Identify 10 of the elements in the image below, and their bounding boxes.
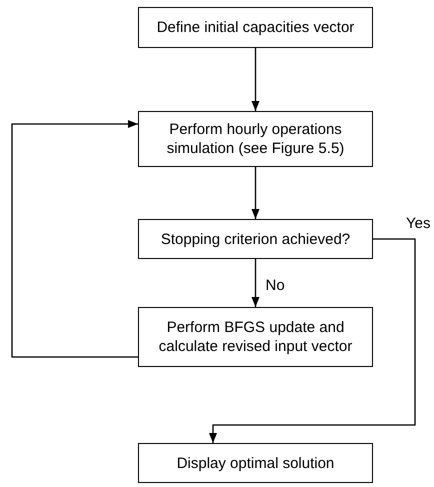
arrow <box>252 167 260 219</box>
process-box: Perform BFGS update and calculate revised input vector <box>138 307 373 367</box>
arrow <box>252 48 260 111</box>
arrow <box>252 259 260 307</box>
arrow <box>209 238 416 443</box>
process-box: Define initial capacities vector <box>138 7 373 48</box>
process-box: Display optimal solution <box>138 443 373 483</box>
process-box: Perform hourly operations simulation (see Figure 5.5) <box>138 111 373 167</box>
process-box: Stopping criterion achieved? <box>138 219 373 259</box>
arrow <box>11 120 138 358</box>
